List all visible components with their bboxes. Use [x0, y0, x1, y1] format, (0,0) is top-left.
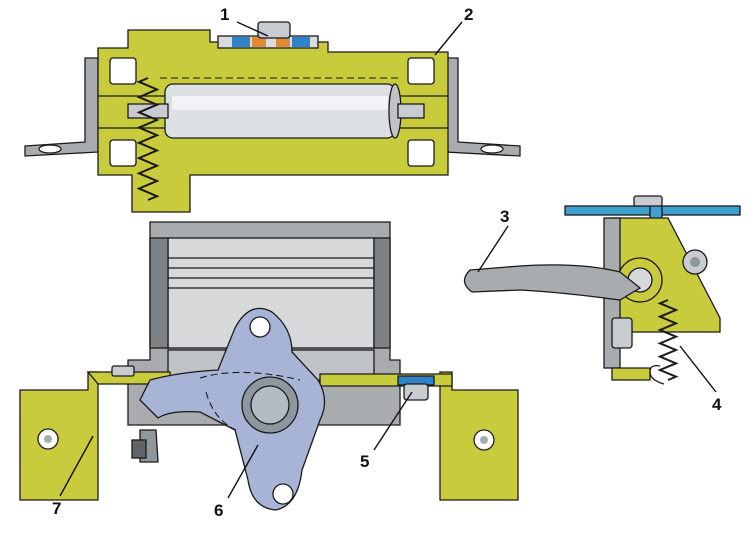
callout-label-2: 2 — [464, 5, 473, 24]
callout-label-1: 1 — [220, 5, 229, 24]
callout-label-4: 4 — [712, 395, 722, 414]
spring-coil — [136, 77, 160, 201]
orange-washer — [252, 37, 266, 47]
coil-spring — [657, 299, 679, 381]
right-mounting-foot — [444, 57, 521, 157]
bracket-hole — [407, 139, 435, 167]
callout-labels: 1 2 3 4 5 6 7 — [52, 5, 722, 520]
callout-label-6: 6 — [214, 501, 223, 520]
release-handle — [463, 264, 642, 301]
strap-bolt — [111, 365, 135, 377]
callout-leaders — [59, 21, 717, 499]
left-mounting-foot — [24, 57, 99, 157]
spring-coil — [657, 299, 679, 381]
side-lower-bolt — [611, 317, 633, 349]
rod-end-pin — [397, 103, 425, 119]
top-view-assembly — [24, 21, 521, 213]
left-foot-hole — [38, 144, 62, 154]
right-foot-hole — [480, 144, 504, 154]
bottom-view-assembly — [19, 221, 519, 511]
side-view-assembly — [463, 195, 741, 385]
left-side-bracket — [19, 371, 99, 501]
lever-bottom-hole — [272, 483, 294, 505]
callout-label-3: 3 — [500, 207, 509, 226]
latch-lever-plate — [139, 307, 326, 511]
bracket-hole — [407, 57, 435, 85]
callout-label-7: 7 — [52, 499, 61, 518]
blue-washer — [232, 37, 250, 47]
bracket-hole — [109, 57, 137, 85]
torsion-spring — [136, 77, 160, 201]
lever-top-hole — [249, 316, 271, 338]
bracket-hole — [109, 139, 137, 167]
blue-washer — [292, 37, 310, 47]
orange-washer — [276, 37, 290, 47]
side-bolt — [633, 195, 663, 207]
top-bolt — [257, 21, 291, 39]
frame-side-rail — [149, 237, 169, 349]
callout-label-5: 5 — [360, 452, 369, 471]
pivot-rod — [164, 83, 396, 139]
spring-hook — [649, 364, 665, 385]
rod-end-pin — [127, 103, 169, 119]
frame-side-rail — [373, 237, 391, 349]
